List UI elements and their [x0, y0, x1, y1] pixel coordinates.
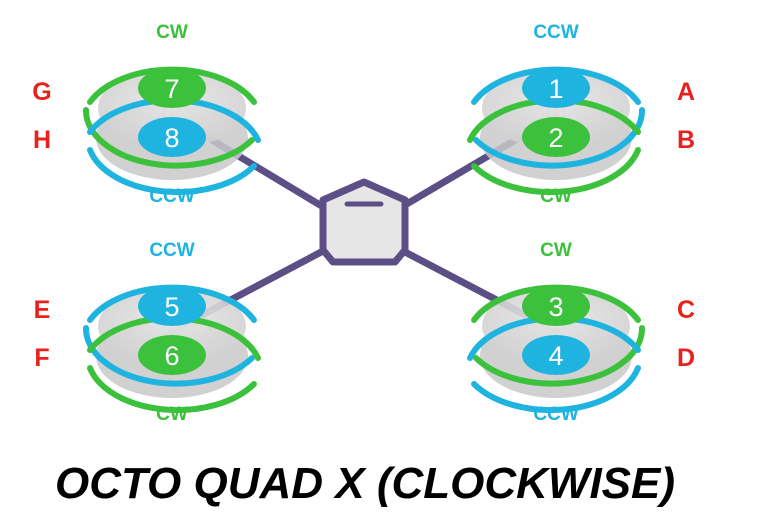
motor-number-8: 8	[164, 123, 179, 153]
motor-letter-d: D	[677, 344, 695, 372]
motor-badge-bottom: 8	[138, 117, 206, 157]
rotation-label-top: CCW	[149, 240, 194, 261]
motor-badge-bottom: 6	[138, 335, 206, 375]
motor-badge-bottom: 2	[522, 117, 590, 157]
rotation-label-bottom: CCW	[533, 404, 578, 425]
motor-letter-b: B	[677, 126, 695, 154]
motor-number-1: 1	[548, 74, 563, 104]
rotation-label-bottom: CCW	[149, 186, 194, 207]
rotation-label-top: CW	[156, 22, 188, 43]
motor-badge-top: 5	[138, 286, 206, 326]
motor-number-7: 7	[164, 74, 179, 104]
motor-pair-top-right: CCW CW 1 2	[467, 22, 646, 207]
rotation-label-top: CW	[540, 240, 572, 261]
motor-letter-g: G	[32, 78, 51, 106]
motor-number-2: 2	[548, 123, 563, 153]
motor-pair-bottom-left: CCW CW 5 6	[82, 240, 261, 425]
motor-badge-top: 7	[138, 68, 206, 108]
motor-letter-c: C	[677, 296, 695, 324]
rotation-label-bottom: CW	[540, 186, 572, 207]
motor-badge-bottom: 4	[522, 335, 590, 375]
motor-letter-e: E	[34, 296, 51, 324]
motor-number-4: 4	[548, 341, 563, 371]
motor-pair-top-left: CW CCW 7 8	[82, 22, 261, 207]
flight-controller-hub	[319, 178, 409, 266]
motor-badge-top: 3	[522, 286, 590, 326]
motor-number-6: 6	[164, 341, 179, 371]
motor-badge-top: 1	[522, 68, 590, 108]
rotation-label-bottom: CW	[156, 404, 188, 425]
rotation-label-top: CCW	[533, 22, 578, 43]
motor-letter-h: H	[33, 126, 51, 154]
motor-letter-f: F	[34, 344, 49, 372]
diagram-title: OCTO QUAD X (CLOCKWISE)	[55, 459, 675, 508]
motor-number-5: 5	[164, 292, 179, 322]
motor-number-3: 3	[548, 292, 563, 322]
motor-pair-bottom-right: CW CCW 3 4	[467, 240, 646, 425]
motor-letter-a: A	[677, 78, 695, 106]
